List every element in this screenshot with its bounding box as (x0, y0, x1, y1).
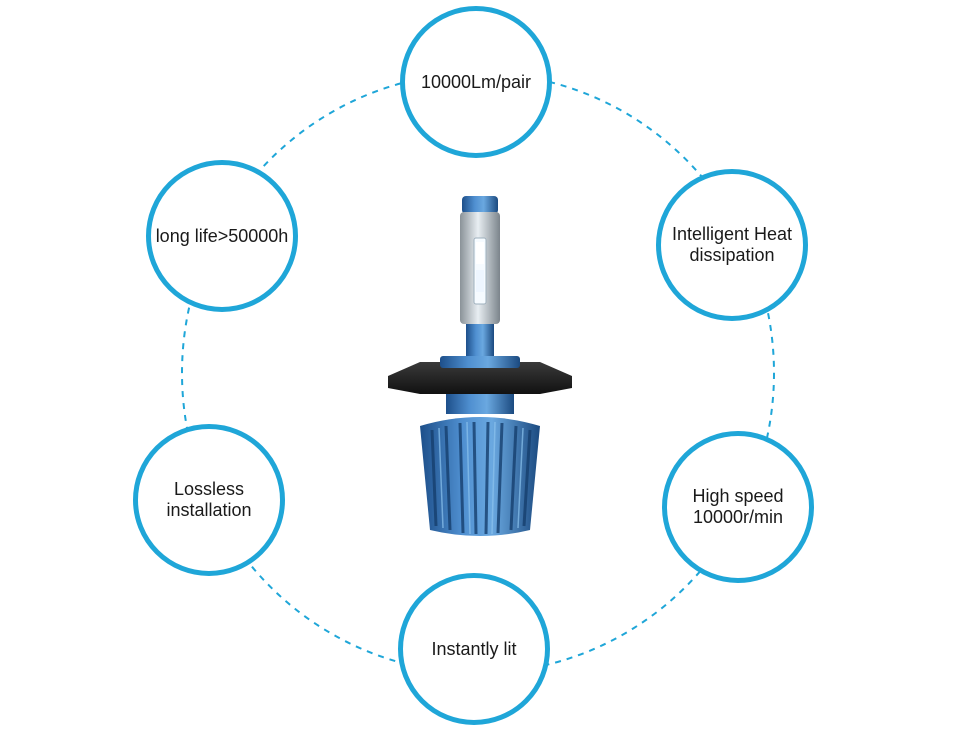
feature-label-lumens: 10000Lm/pair (420, 71, 532, 92)
feature-label-instant-on: Instantly lit (431, 638, 517, 659)
feature-circle-instant-on: Instantly lit (398, 573, 550, 725)
feature-circle-lumens: 10000Lm/pair (400, 6, 552, 158)
feature-circle-lifespan: long life>50000h (146, 160, 298, 312)
feature-label-lifespan: long life>50000h (155, 225, 289, 246)
feature-label-installation: Lossless installation (166, 479, 252, 520)
feature-label-heat-dissipation: Intelligent Heat dissipation (671, 224, 793, 265)
feature-circle-heat-dissipation: Intelligent Heat dissipation (656, 169, 808, 321)
feature-circle-fan-speed: High speed 10000r/min (662, 431, 814, 583)
feature-label-fan-speed: High speed 10000r/min (692, 486, 784, 527)
feature-circle-installation: Lossless installation (133, 424, 285, 576)
led-headlight-bulb-icon (388, 196, 572, 536)
